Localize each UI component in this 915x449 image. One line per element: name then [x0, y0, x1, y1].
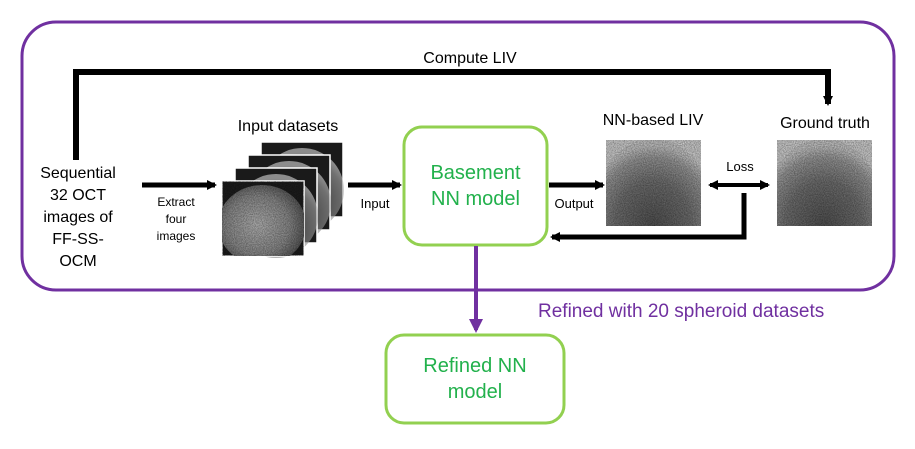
refined-line-1: Refined NN [423, 355, 527, 377]
basement-model-box [402, 125, 549, 247]
input-datasets-label: Input datasets [237, 118, 339, 135]
refined-model-label: Refined NN model [386, 353, 564, 405]
feedback-arrow [550, 193, 747, 242]
output-label: Output [554, 196, 594, 211]
ground-truth-image [777, 140, 872, 226]
basement-line-2: NN model [431, 188, 520, 210]
input-label: Input [360, 196, 390, 211]
loss-label: Loss [726, 159, 754, 174]
input-image-1 [221, 180, 305, 257]
extract-line-3: images [156, 229, 196, 243]
ground-truth-label: Ground truth [780, 115, 870, 132]
sequential-label: Sequential 32 OCT images of FF-SS- OCM [28, 163, 128, 273]
sequential-line-3: images of [43, 209, 113, 226]
sequential-line-5: OCM [59, 253, 97, 270]
extract-label: Extract four images [140, 194, 212, 245]
sequential-line-2: 32 OCT [49, 187, 106, 204]
basement-line-1: Basement [430, 162, 521, 184]
nn-based-liv-image [606, 140, 701, 226]
compute-liv-label: Compute LIV [423, 50, 517, 67]
outer-frame [20, 20, 896, 292]
extract-line-1: Extract [157, 195, 195, 209]
input-image-stack [221, 141, 344, 258]
compute-liv-arrow [73, 69, 833, 160]
sequential-line-1: Sequential [40, 165, 116, 182]
refined-model-box [384, 333, 566, 425]
refined-with-label: Refined with 20 spheroid datasets [538, 301, 825, 322]
extract-line-2: four [165, 212, 187, 226]
basement-model-label: Basement NN model [404, 160, 547, 212]
nn-based-liv-label: NN-based LIV [602, 112, 704, 129]
sequential-line-4: FF-SS- [52, 231, 104, 248]
refined-line-2: model [447, 381, 503, 403]
